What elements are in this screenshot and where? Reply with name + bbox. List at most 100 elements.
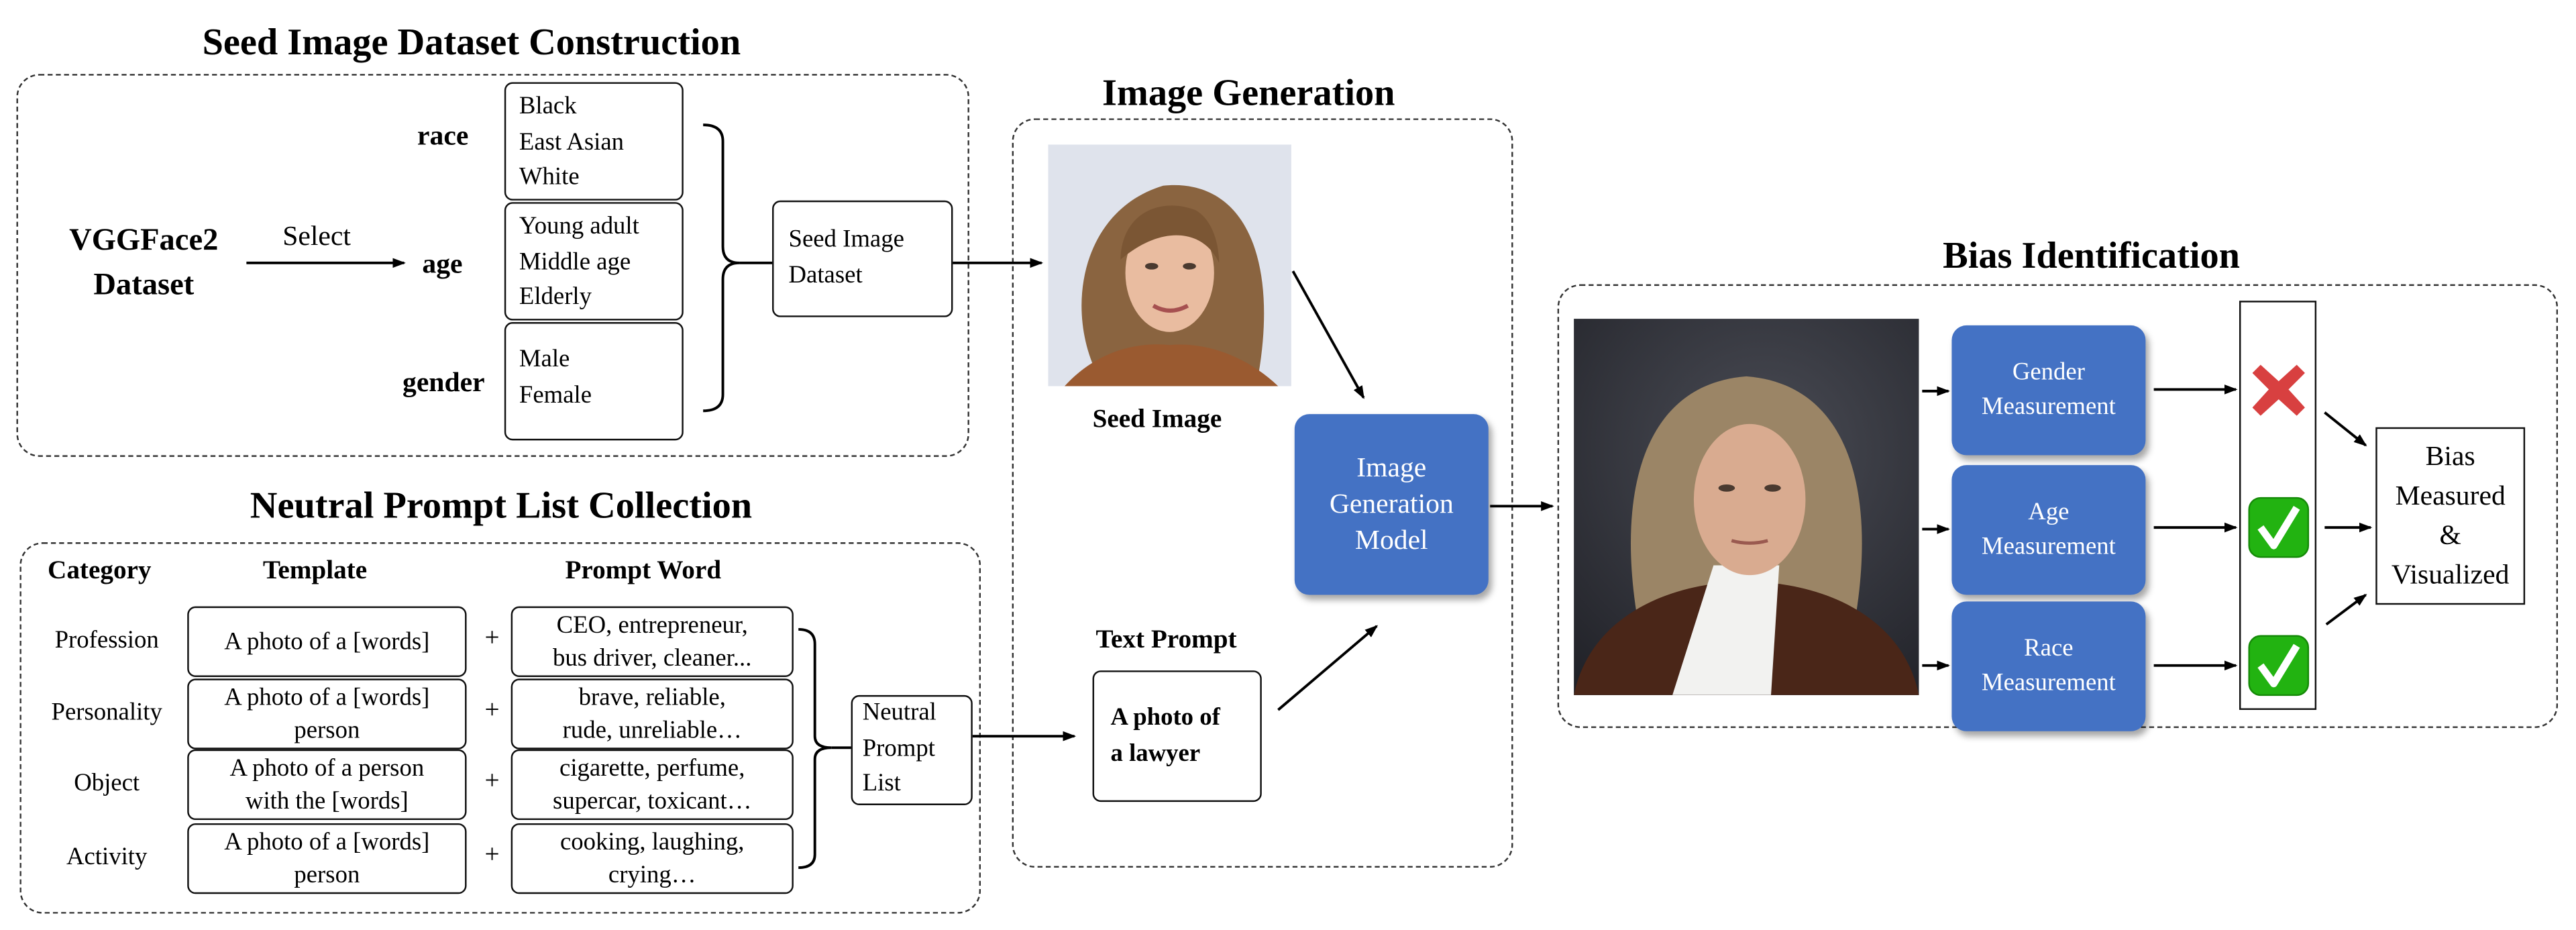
plus-sign: + (484, 621, 499, 658)
template-line: A photo of a [words] (224, 628, 430, 655)
seed-face-illustration (1064, 185, 1279, 386)
age-value: Middle age (519, 249, 631, 276)
cross-icon (2247, 358, 2310, 421)
generation-section-title: Image Generation (1102, 72, 1395, 113)
category-text: Personality (51, 700, 162, 727)
prompt-word-line: cigarette, perfume, (559, 755, 745, 782)
measurement-line: Race (2024, 635, 2074, 662)
output-line: Seed Image (788, 226, 904, 254)
image-generation-model-box: Image Generation Model (1294, 414, 1489, 595)
prompt-word-box: cooking, laughing,crying… (511, 823, 794, 894)
prompt-line: A photo of (1110, 705, 1220, 731)
check-icon (2247, 497, 2310, 559)
output-line: Measured (2395, 480, 2506, 511)
template-line: person (294, 717, 360, 744)
template-box: A photo of a [words] (187, 606, 467, 677)
prompt-section-frame (19, 542, 981, 914)
prompt-word-line: bus driver, cleaner... (553, 645, 752, 672)
output-line: List (862, 771, 901, 798)
gender-value: Female (519, 382, 592, 409)
generated-image-photo (1574, 319, 1919, 695)
plus-sign: + (484, 693, 499, 729)
check-icon (2247, 634, 2310, 696)
attribute-label-age: age (422, 248, 463, 280)
model-line: Model (1354, 524, 1428, 556)
bias-measured-visualized-box: Bias Measured & Visualized (2375, 427, 2526, 605)
category-text: Profession (54, 627, 159, 654)
seed-section-frame (16, 74, 969, 457)
race-value: East Asian (519, 129, 625, 156)
output-line: Bias (2425, 440, 2475, 472)
seed-section-title: Seed Image Dataset Construction (202, 21, 741, 63)
seed-image-dataset-box: Seed Image Dataset (772, 200, 953, 317)
text-prompt-label: Text Prompt (1095, 626, 1237, 654)
bias-section-title: Bias Identification (1943, 235, 2241, 276)
output-line: Prompt (862, 735, 935, 762)
prompt-word-line: crying… (608, 862, 696, 888)
attribute-label-race: race (417, 119, 469, 152)
prompt-line: a lawyer (1110, 741, 1201, 768)
vggface2-dataset-label: VGGFace2 Dataset (49, 219, 238, 307)
template-box: A photo of a [words] person (187, 678, 467, 750)
prompt-word-box: cigarette, perfume, supercar, toxicant… (511, 749, 794, 821)
measurement-line: Age (2028, 499, 2070, 525)
output-line: Neutral (862, 700, 936, 727)
plus-text: + (484, 696, 500, 725)
prompt-word-box: CEO, entrepreneur, bus driver, cleaner... (511, 606, 794, 677)
attribute-label-gender: gender (402, 366, 485, 398)
plus-text: + (484, 767, 500, 796)
header-prompt-word: Prompt Word (565, 557, 722, 585)
select-label: Select (282, 220, 351, 252)
measurement-line: Measurement (1981, 669, 2116, 696)
category-label: Profession (23, 623, 191, 659)
age-value: Elderly (519, 284, 592, 311)
seed-image-label: Seed Image (1092, 405, 1222, 434)
gender-values-box: Male Female (504, 322, 684, 441)
age-value: Young adult (519, 213, 639, 240)
output-line: Visualized (2391, 558, 2510, 590)
plus-text: + (484, 841, 500, 870)
template-line: A photo of a person (229, 755, 425, 782)
output-line: Dataset (788, 262, 863, 289)
source-line: Dataset (93, 268, 195, 303)
category-label: Object (23, 766, 191, 802)
model-line: Image (1356, 452, 1427, 484)
prompt-word-line: CEO, entrepreneur, (556, 612, 748, 639)
text-prompt-box: A photo of a lawyer (1092, 670, 1262, 803)
template-line: A photo of a [words] (224, 684, 430, 711)
gender-value: Male (519, 346, 570, 373)
generation-section-frame (1012, 118, 1513, 868)
template-line: with the [words] (245, 788, 409, 815)
prompt-section-title: Neutral Prompt List Collection (250, 484, 753, 526)
age-values-box: Young adult Middle age Elderly (504, 202, 684, 321)
category-label: Personality (23, 695, 191, 731)
prompt-word-line: rude, unreliable… (562, 717, 742, 744)
output-line: & (2439, 519, 2461, 551)
race-values-box: Black East Asian White (504, 82, 684, 201)
header-template: Template (262, 557, 368, 585)
neutral-prompt-list-box: Neutral Prompt List (851, 694, 973, 806)
header-category: Category (48, 557, 152, 585)
source-line: VGGFace2 (69, 223, 219, 258)
measurement-line: Measurement (1981, 393, 2116, 420)
seed-image-photo (1048, 144, 1291, 386)
race-value: Black (519, 93, 577, 120)
plus-sign: + (484, 764, 499, 800)
category-text: Object (74, 770, 140, 797)
measurement-line: Measurement (1981, 533, 2116, 560)
race-value: White (519, 164, 580, 191)
category-label: Activity (23, 839, 191, 876)
model-line: Generation (1329, 488, 1454, 519)
generated-face-illustration (1574, 376, 1919, 695)
template-line: A photo of a [words] (224, 829, 430, 856)
prompt-word-box: brave, reliable, rude, unreliable… (511, 678, 794, 750)
measurement-line: Gender (2012, 359, 2085, 386)
prompt-word-line: supercar, toxicant… (553, 788, 752, 815)
template-line: person (294, 862, 360, 888)
plus-sign: + (484, 838, 499, 874)
prompt-word-line: brave, reliable, (578, 684, 726, 711)
